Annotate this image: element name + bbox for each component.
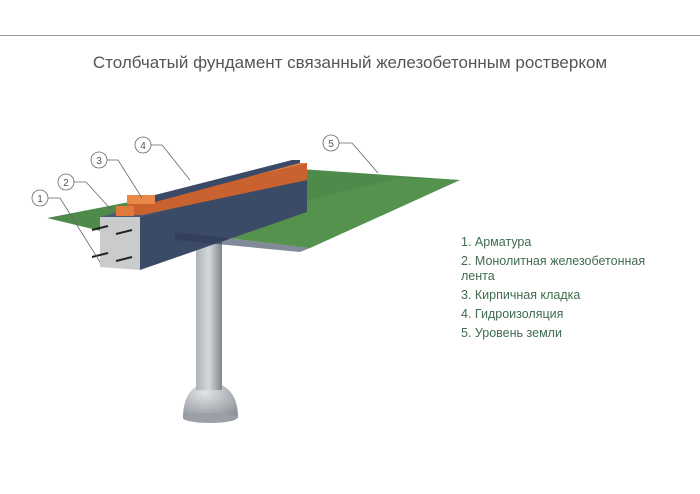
callout-4	[134, 136, 152, 154]
pile-base	[183, 382, 238, 418]
rebar	[91, 225, 133, 262]
callout-label-1: 1	[37, 194, 43, 205]
legend: 1. Арматура 2. Монолитная железобетонная…	[461, 235, 681, 345]
callout-3	[90, 151, 108, 169]
legend-item: 4. Гидроизоляция	[461, 307, 564, 321]
legend-item: 1. Арматура	[461, 235, 532, 249]
diagram-title: Столбчатый фундамент связанный железобет…	[92, 53, 608, 72]
brick-masonry	[116, 160, 307, 216]
callout-label-4: 4	[140, 141, 146, 152]
callout-label-3: 3	[96, 156, 102, 167]
top-divider	[0, 35, 700, 36]
callout-label-2: 2	[63, 178, 69, 189]
callout-2	[57, 173, 75, 191]
callout-1	[31, 189, 49, 207]
callout-5	[322, 134, 340, 152]
callouts	[31, 134, 379, 263]
legend-item: 2. Монолитная железобетонная лента	[461, 254, 646, 283]
legend-item: 3. Кирпичная кладка	[461, 288, 581, 302]
legend-item: 5. Уровень земли	[461, 326, 562, 340]
callout-label-5: 5	[328, 139, 334, 150]
pile-column	[183, 240, 238, 423]
